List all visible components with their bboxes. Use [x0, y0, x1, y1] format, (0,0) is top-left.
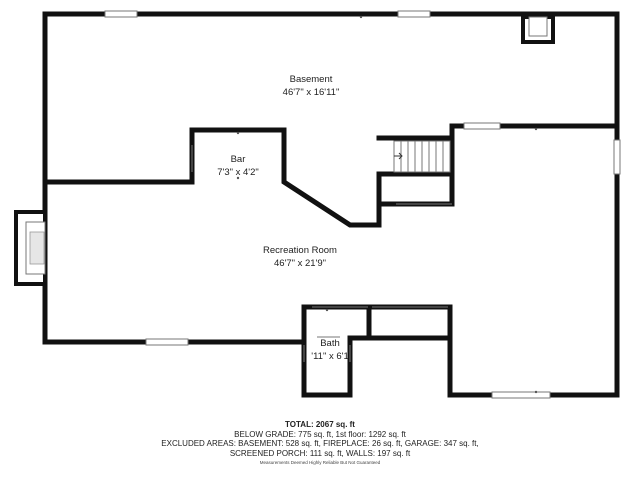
door-marks [191, 15, 538, 394]
room-label-bath: Bath '11" x 6'1 [298, 337, 362, 363]
total-area: TOTAL: 2067 sq. ft [285, 420, 355, 429]
room-name-bar: Bar [230, 154, 246, 165]
fireplace [14, 210, 47, 286]
room-dims-bar: 7'3" x 4'2" [217, 167, 259, 178]
room-label-basement: Basement 46'7" x 16'11" [241, 73, 381, 99]
room-label-recreation: Recreation Room 46'7" x 21'9" [230, 244, 370, 270]
room-dims-recreation: 46'7" x 21'9" [273, 258, 327, 269]
area-summary: TOTAL: 2067 sq. ft BELOW GRADE: 775 sq. … [0, 420, 640, 468]
room-name-recreation: Recreation Room [263, 245, 337, 256]
windows [104, 10, 621, 399]
room-name-basement: Basement [289, 74, 333, 85]
below-grade-line: BELOW GRADE: 775 sq. ft, 1st floor: 1292… [234, 429, 406, 439]
stairs [393, 140, 451, 173]
interior-walls [44, 123, 620, 341]
room-label-bar: Bar 7'3" x 4'2" [198, 153, 278, 179]
screened-porch-line: SCREENED PORCH: 111 sq. ft, WALLS: 197 s… [229, 448, 411, 458]
room-dims-basement: 46'7" x 16'11" [282, 87, 340, 98]
excluded-areas-line: EXCLUDED AREAS: BASEMENT: 528 sq. ft, FI… [161, 439, 479, 449]
room-name-bath: Bath [320, 338, 340, 349]
disclaimer: Measurements Deemed Highly Reliable But … [259, 460, 381, 466]
vent-box [521, 15, 555, 44]
room-dims-bath: '11" x 6'1 [311, 351, 349, 362]
